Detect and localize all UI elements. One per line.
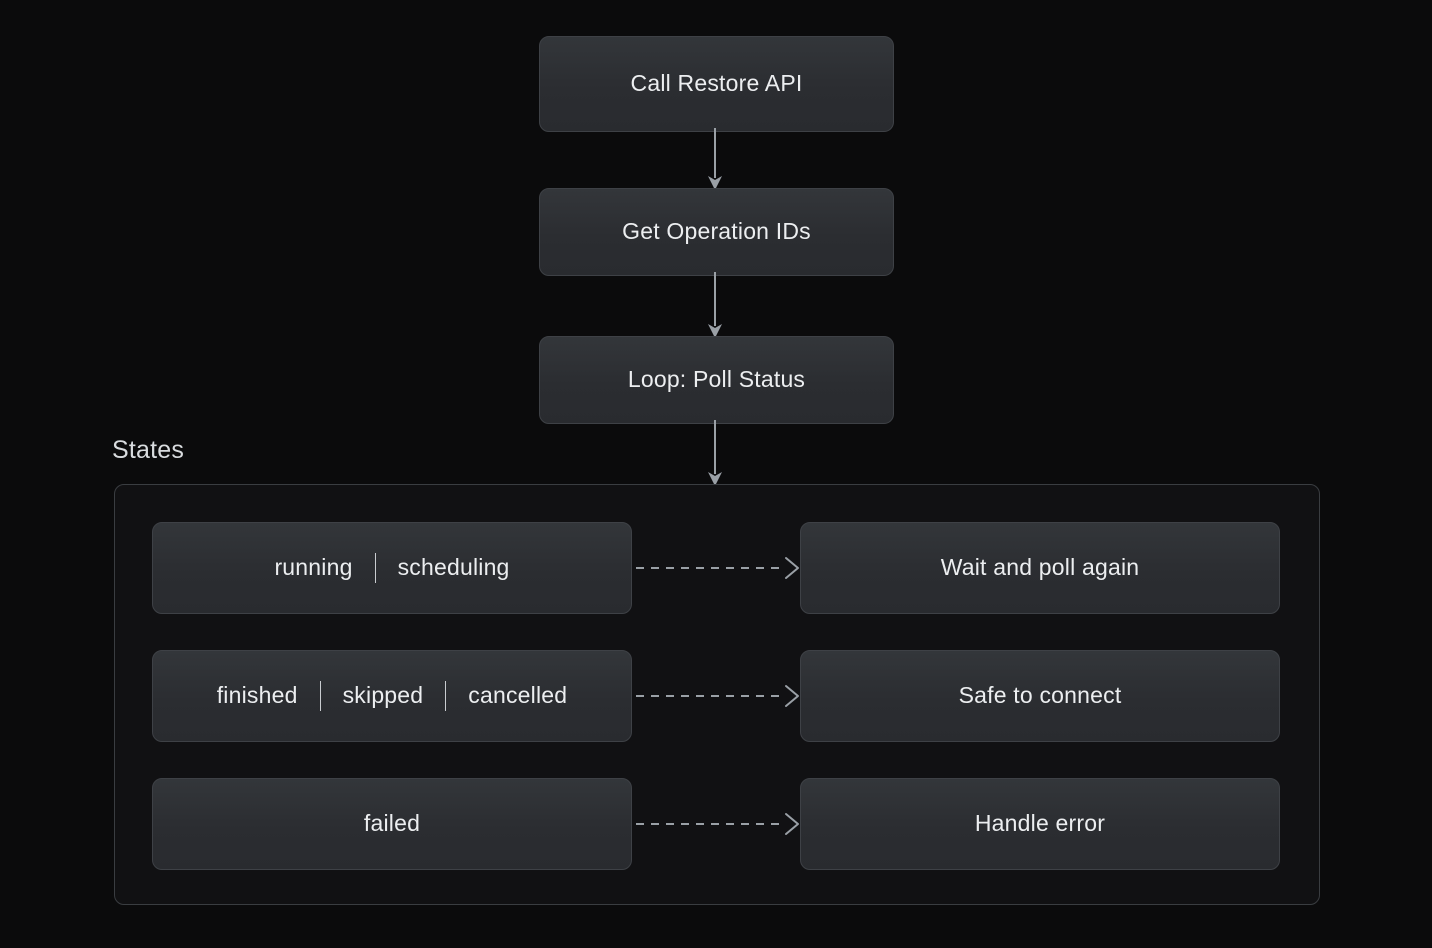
node-get-operation-ids[interactable]: Get Operation IDs	[539, 188, 894, 276]
action-wait-and-poll-again[interactable]: Wait and poll again	[800, 522, 1280, 614]
node-label: Loop: Poll Status	[627, 366, 806, 393]
state-separator-icon	[319, 681, 321, 711]
state-token: finished	[216, 682, 298, 709]
action-safe-to-connect[interactable]: Safe to connect	[800, 650, 1280, 742]
state-separator-icon	[374, 553, 376, 583]
action-label: Safe to connect	[958, 682, 1122, 709]
arrow-loop-poll-to-states	[708, 420, 722, 486]
state-row-running[interactable]: running scheduling	[152, 522, 632, 614]
state-token: skipped	[342, 682, 424, 709]
action-handle-error[interactable]: Handle error	[800, 778, 1280, 870]
node-label: Get Operation IDs	[622, 218, 811, 245]
state-separator-icon	[445, 681, 447, 711]
states-group-label: States	[112, 436, 185, 464]
node-loop-poll-status[interactable]: Loop: Poll Status	[539, 336, 894, 424]
node-call-restore-api[interactable]: Call Restore API	[539, 36, 894, 132]
state-row-failed[interactable]: failed	[152, 778, 632, 870]
arrow-get-ops-to-loop-poll	[708, 272, 722, 338]
node-label: Call Restore API	[630, 70, 803, 97]
action-label: Handle error	[974, 810, 1106, 837]
state-token: running	[274, 554, 353, 581]
state-row-finished[interactable]: finished skipped cancelled	[152, 650, 632, 742]
state-token: cancelled	[468, 682, 568, 709]
arrow-call-restore-to-get-ops	[708, 128, 722, 190]
state-token: scheduling	[397, 554, 510, 581]
action-label: Wait and poll again	[940, 554, 1140, 581]
state-token: failed	[363, 810, 421, 837]
